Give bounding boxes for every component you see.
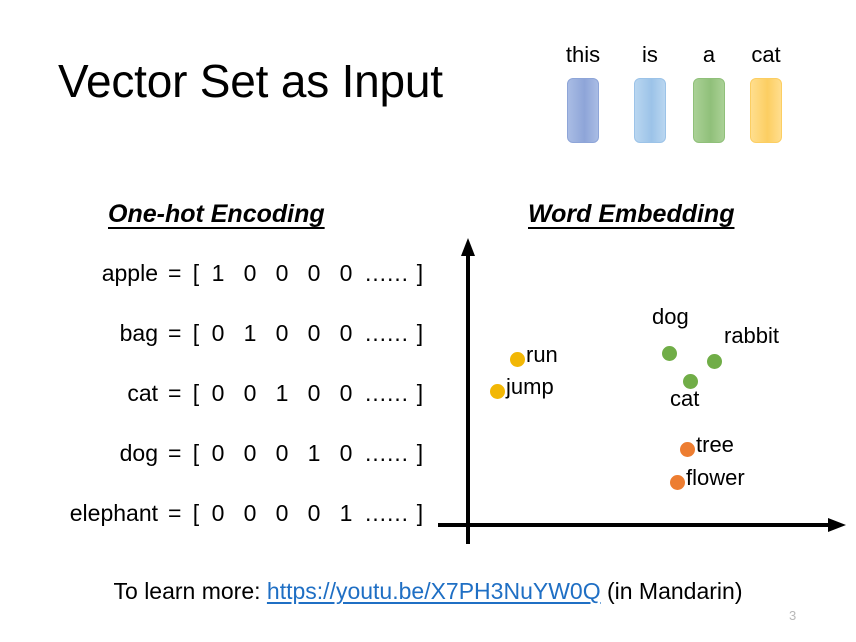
onehot-word-label: bag	[119, 320, 158, 346]
onehot-word-label: apple	[101, 260, 158, 286]
onehot-digit: 1	[211, 260, 225, 286]
word-embedding-scatter-plot: run jump dog rabbit cat tree flower	[430, 232, 850, 544]
token-is: is	[627, 42, 673, 143]
token-vector-bar	[634, 78, 666, 143]
page-title: Vector Set as Input	[58, 55, 443, 107]
onehot-digit: 0	[211, 380, 225, 406]
scatter-label-dog: dog	[652, 304, 689, 329]
equals-sign: =	[168, 320, 182, 346]
onehot-word-label: elephant	[69, 500, 158, 526]
onehot-digit: 0	[243, 440, 257, 466]
onehot-ellipsis: ……	[364, 320, 409, 346]
onehot-ellipsis: ……	[364, 260, 409, 286]
scatter-point-cat	[683, 374, 698, 389]
footer-note: To learn more: https://youtu.be/X7PH3NuY…	[0, 578, 856, 605]
onehot-word-label: dog	[119, 440, 158, 466]
bracket-open: [	[192, 440, 200, 466]
onehot-word-label: cat	[127, 380, 158, 406]
onehot-digit: 0	[275, 260, 289, 286]
scatter-label-flower: flower	[686, 465, 745, 490]
bracket-open: [	[192, 500, 200, 526]
bracket-open: [	[192, 260, 200, 286]
youtube-link[interactable]: https://youtu.be/X7PH3NuYW0Q	[266, 578, 601, 604]
scatter-point-tree	[680, 442, 695, 457]
token-vector-bar	[750, 78, 782, 143]
onehot-digit: 0	[307, 320, 321, 346]
bracket-close: ]	[416, 260, 424, 286]
x-axis-arrowhead	[828, 518, 846, 532]
onehot-digit: 0	[211, 500, 225, 526]
footer-prefix: To learn more:	[113, 578, 267, 604]
scatter-label-jump: jump	[506, 374, 554, 399]
scatter-label-rabbit: rabbit	[724, 323, 780, 348]
token-cat: cat	[743, 42, 789, 143]
scatter-label-tree: tree	[696, 432, 734, 457]
word-embedding-heading: Word Embedding	[528, 200, 735, 228]
onehot-digit: 0	[275, 320, 289, 346]
bracket-open: [	[192, 380, 200, 406]
onehot-digit: 0	[339, 260, 353, 286]
token-label: a	[702, 42, 716, 67]
onehot-digit: 0	[275, 500, 289, 526]
scatter-label-cat: cat	[670, 386, 700, 411]
onehot-digit: 0	[243, 260, 257, 286]
onehot-digit: 1	[243, 320, 257, 346]
onehot-digit: 1	[339, 500, 353, 526]
equals-sign: =	[168, 380, 182, 406]
bracket-close: ]	[416, 440, 424, 466]
onehot-digit: 0	[307, 380, 321, 406]
bracket-close: ]	[416, 380, 424, 406]
onehot-ellipsis: ……	[364, 380, 409, 406]
onehot-digit: 0	[339, 320, 353, 346]
bracket-close: ]	[416, 320, 424, 346]
scatter-point-jump	[490, 384, 505, 399]
onehot-ellipsis: ……	[364, 500, 409, 526]
token-a: a	[686, 42, 732, 143]
token-label: cat	[751, 42, 781, 67]
onehot-ellipsis: ……	[364, 440, 409, 466]
token-this: this	[560, 42, 606, 143]
onehot-encoding-heading: One-hot Encoding	[108, 200, 325, 228]
page-number: 3	[789, 608, 797, 623]
onehot-digit: 0	[339, 380, 353, 406]
bracket-close: ]	[416, 500, 424, 526]
scatter-label-run: run	[526, 342, 558, 367]
equals-sign: =	[168, 260, 182, 286]
onehot-digit: 0	[307, 260, 321, 286]
y-axis-arrowhead	[461, 238, 475, 256]
onehot-digit: 0	[243, 380, 257, 406]
onehot-digit: 0	[339, 440, 353, 466]
onehot-digit: 1	[275, 380, 289, 406]
token-vector-bar	[567, 78, 599, 143]
bracket-open: [	[192, 320, 200, 346]
onehot-digit: 1	[307, 440, 321, 466]
onehot-digit: 0	[211, 320, 225, 346]
scatter-point-run	[510, 352, 525, 367]
equals-sign: =	[168, 500, 182, 526]
onehot-digit: 0	[211, 440, 225, 466]
scatter-point-flower	[670, 475, 685, 490]
equals-sign: =	[168, 440, 182, 466]
footer-suffix: (in Mandarin)	[600, 578, 743, 604]
onehot-digit: 0	[307, 500, 321, 526]
onehot-digit: 0	[275, 440, 289, 466]
token-label: is	[642, 42, 658, 67]
scatter-point-rabbit	[707, 354, 722, 369]
token-label: this	[565, 42, 601, 67]
onehot-digit: 0	[243, 500, 257, 526]
scatter-point-dog	[662, 346, 677, 361]
plot-axes	[438, 238, 846, 544]
token-vector-bar	[693, 78, 725, 143]
